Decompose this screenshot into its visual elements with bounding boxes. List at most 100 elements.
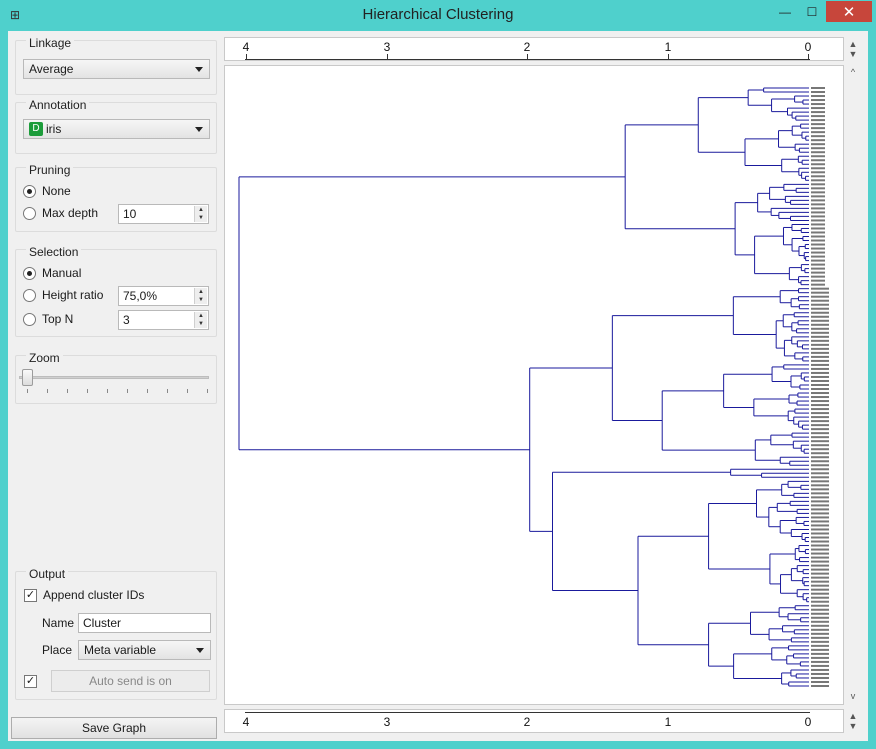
leaf-label [811,572,829,575]
height-ratio-spinbox[interactable]: 75,0% ▲▼ [118,286,209,306]
chevron-down-icon [196,648,204,653]
top-n-spinbox[interactable]: 3 ▲▼ [118,310,209,330]
leaf-label [811,612,829,615]
scroll-down-icon[interactable]: ▼ [848,49,858,59]
leaf-label [811,351,829,354]
leaf-label [811,468,829,471]
cluster-name-input[interactable]: Cluster [78,613,211,633]
zoom-tick [107,389,108,393]
height-ratio-value: 75,0% [123,289,158,303]
leaf-label [811,211,825,214]
leaf-label [811,652,829,655]
name-label: Name [42,616,75,630]
scroll-down-icon[interactable]: v [850,691,856,701]
axis-tick-label: 2 [523,40,531,54]
selection-group: Selection Manual Height ratio 75,0% ▲▼ T… [15,245,217,337]
leaf-label [811,303,829,306]
leaf-label [811,91,825,94]
leaf-label [811,107,825,110]
leaf-label [811,568,829,571]
pruning-none-radio[interactable]: None [23,184,71,198]
leaf-label [811,307,829,310]
annotation-select[interactable]: D iris [23,119,210,139]
output-group: Output ✓ Append cluster IDs Name Cluster… [15,567,217,700]
leaf-label [811,99,825,102]
bottom-axis-scrollbar[interactable]: ▲ ▼ [846,709,860,733]
leaf-label [811,576,829,579]
spin-up-icon[interactable]: ▲ [195,288,207,296]
title-bar: ⊞ Hierarchical Clustering — ☐ ✕ [0,0,876,31]
maximize-button[interactable]: ☐ [806,4,818,19]
linkage-select[interactable]: Average [23,59,210,79]
leaf-label [811,476,829,479]
leaf-label [811,636,829,639]
leaf-label [811,103,825,106]
leaf-label [811,239,825,242]
leaf-label [811,624,829,627]
scroll-up-icon[interactable]: ▲ [848,711,858,721]
spin-up-icon[interactable]: ▲ [195,312,207,320]
leaf-label [811,564,829,567]
top-axis-scrollbar[interactable]: ▲ ▼ [846,37,860,61]
leaf-label [811,319,829,322]
leaf-label [811,596,829,599]
zoom-slider-handle[interactable] [22,369,33,386]
max-depth-value: 10 [123,207,137,221]
leaf-label [811,283,825,286]
leaf-label [811,536,829,539]
place-select[interactable]: Meta variable [78,640,211,660]
leaf-label [811,444,829,447]
pruning-title: Pruning [26,163,74,177]
leaf-label [811,343,829,346]
leaf-label [811,632,829,635]
annotation-group: Annotation D iris [15,98,217,154]
leaf-label [811,452,829,455]
max-depth-spinbox[interactable]: 10 ▲▼ [118,204,209,224]
minimize-button[interactable]: — [779,4,791,19]
radio-selected-icon [23,184,36,198]
leaf-label [811,207,825,210]
leaf-label [811,111,825,114]
leaf-label [811,295,829,298]
scroll-down-icon[interactable]: ▼ [848,721,858,731]
scroll-up-icon[interactable]: ▲ [848,39,858,49]
leaf-label [811,135,825,138]
leaf-label [811,664,829,667]
zoom-title: Zoom [26,351,63,365]
selection-top-n-radio[interactable]: Top N [23,312,73,326]
plot-scrollbar[interactable]: ^ v [846,65,860,705]
leaf-label [811,644,829,647]
leaf-label [811,255,825,258]
leaf-label [811,199,825,202]
save-graph-button[interactable]: Save Graph [11,717,217,739]
leaf-label [811,115,825,118]
auto-send-checkbox[interactable]: ✓ [24,675,37,688]
auto-send-button[interactable]: Auto send is on [51,670,210,692]
leaf-label [811,516,829,519]
pruning-max-depth-radio[interactable]: Max depth [23,206,98,220]
spin-down-icon[interactable]: ▼ [195,320,207,328]
leaf-label [811,404,829,407]
leaf-label [811,420,829,423]
axis-tick-label: 3 [383,715,391,729]
spin-down-icon[interactable]: ▼ [195,296,207,304]
leaf-label [811,560,829,563]
leaf-label [811,371,829,374]
dendrogram[interactable] [225,66,843,704]
axis-tick-label: 0 [804,40,812,54]
selection-height-ratio-radio[interactable]: Height ratio [23,288,103,302]
zoom-tick [187,389,188,393]
scroll-up-icon[interactable]: ^ [850,67,856,77]
selection-manual-radio[interactable]: Manual [23,266,81,280]
pruning-max-depth-label: Max depth [42,206,99,220]
spin-down-icon[interactable]: ▼ [195,214,207,222]
dendrogram-canvas[interactable] [224,65,844,705]
spin-up-icon[interactable]: ▲ [195,206,207,214]
leaf-label [811,231,825,234]
main-area: Linkage Average Annotation D iris Prunin… [8,31,868,741]
zoom-slider-track[interactable] [19,376,209,379]
axis-tick-label: 4 [242,715,250,729]
close-button[interactable]: ✕ [826,1,872,22]
append-cluster-ids-checkbox[interactable]: ✓ Append cluster IDs [24,588,144,602]
leaf-label [811,492,829,495]
